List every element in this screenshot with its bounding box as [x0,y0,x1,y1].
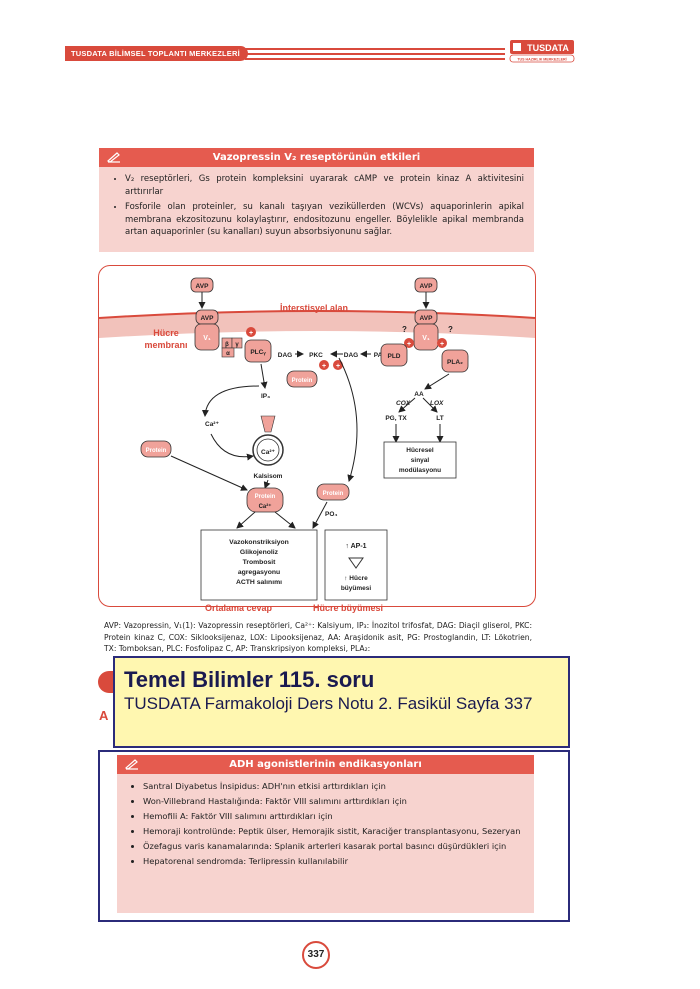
box-title: ADH agonistlerinin endikasyonları [117,755,534,774]
mean-response-label: Ortalama cevap [205,603,273,613]
adh-indications-title: ADH agonistlerinin endikasyonları [229,759,422,770]
highlight-frame [98,750,570,922]
list-item: Won-Villebrand Hastalığında: Faktör VIII… [143,795,524,807]
question-mark: ? [402,325,407,334]
vasopressin-signaling-diagram: İnterstisyel alan Hücre membranı AVP AVP… [98,265,536,613]
pla-label: PLA₂ [447,359,463,366]
gamma-label: γ [235,342,239,348]
diagram-caption: AVP: Vazopressin, V₁(1): Vazopressin res… [104,621,532,653]
overlay-subtitle: TUSDATA Farmakoloji Ders Notu 2. Fasikül… [124,694,533,713]
list-item: Fosforile olan proteinler, su kanalı taş… [125,201,524,239]
pgtx-label: PG, TX [385,415,407,422]
overlay-title: Temel Bilimler 115. soru [124,667,375,692]
pld-label: PLD [388,353,401,360]
header-rule [245,58,505,60]
protein-label: Protein [323,491,344,497]
list-item: V₂ reseptörleri, Gs protein kompleksini … [125,173,524,198]
svg-text:+: + [322,363,326,370]
header-title: TUSDATA BİLİMSEL TOPLANTI MERKEZLERİ [65,46,248,61]
interstitial-label: İnterstisyel alan [280,303,348,313]
v1-label: V₁ [203,335,211,342]
v1-label: V₁ [422,335,430,342]
lox-label: LOX [430,400,444,407]
svg-text:+: + [440,341,444,348]
list-item: Hepatorenal sendromda: Terlipressin kull… [143,855,524,867]
lt-label: LT [436,415,443,422]
svg-text:+: + [407,341,411,348]
avp-label: AVP [196,283,210,290]
logo-sub: TUS HAZIRLIK MERKEZLERİ [517,58,566,62]
avp-label: AVP [420,315,434,322]
ca-label: Ca²⁺ [205,421,219,428]
dag-label: DAG [344,352,358,359]
growth-label: büyümesi [341,585,372,592]
cell-growth-label: Hücre büyümesi [313,603,384,613]
protein-label: Protein [146,448,167,454]
po4-label: PO₄ [325,511,338,518]
list-item: Santral Diyabetus İnsipidus: ADH'nın etk… [143,780,524,792]
dag-label: DAG [278,352,292,359]
adh-indications-box: ADH agonistlerinin endikasyonları Santra… [117,755,534,913]
beta-label: β [225,342,229,348]
signal-label: Hücresel [406,447,434,454]
box-title: Vazopressin V₂ reseptörünün etkileri [99,148,534,167]
avp-label: AVP [201,315,215,322]
effect-label: Vazokonstriksiyon [229,539,289,546]
protein-label: Protein [255,494,276,500]
calsisome-ca: Ca²⁺ [261,449,275,456]
calsisome-label: Kalsisom [254,473,283,480]
alpha-label: α [226,351,230,357]
signal-label: sinyal [411,457,430,464]
v2-effects-title: Vazopressin V₂ reseptörünün etkileri [212,152,421,163]
plc-label: PLCᵧ [250,349,266,356]
header-rule [245,48,505,50]
list-item: Hemofili A: Faktör VIII salımını arttırd… [143,810,524,822]
adh-indications-list: Santral Diyabetus İnsipidus: ADH'nın etk… [117,774,534,876]
effect-label: Trombosit [243,559,277,566]
protein-label: Protein [292,378,313,384]
page-number: 337 [302,941,330,969]
pkc-label: PKC [309,352,323,359]
pa-label: PA [374,352,383,359]
effect-label: agregasyonu [238,569,280,576]
signal-label: modülasyonu [399,467,441,474]
section-marker [98,671,114,693]
v2-effects-box: Vazopressin V₂ reseptörünün etkileri V₂ … [99,148,534,252]
effect-label: Glikojenoliz [240,549,279,556]
list-item: Özefagus varis kanamalarında: Splanik ar… [143,840,524,852]
question-reference-overlay: Temel Bilimler 115. soru TUSDATA Farmako… [113,656,570,748]
section-letter: A [99,708,109,723]
growth-label: ↑ Hücre [344,575,368,582]
logo-text: TUSDATA [527,43,569,53]
effect-label: ACTH salınımı [236,579,282,586]
ip3-label: IP₃ [261,393,270,400]
question-mark: ? [448,325,453,334]
pencil-note-icon [125,759,138,770]
membrane-label: Hücre [153,328,179,338]
svg-text:+: + [336,363,340,370]
ca-label: Ca²⁺ [259,503,272,510]
pencil-note-icon [107,152,120,163]
list-item: Hemoraji kontrolünde: Peptik ülser, Hemo… [143,825,524,837]
tusdata-logo: TUSDATA TUS HAZIRLIK MERKEZLERİ [509,40,575,63]
svg-text:+: + [249,330,253,337]
header-rule [245,53,505,55]
avp-label: AVP [420,283,434,290]
aa-label: AA [414,391,424,398]
ap1-label: ↑ AP-1 [345,543,366,550]
membrane-label: membranı [144,340,187,350]
v2-effects-list: V₂ reseptörleri, Gs protein kompleksini … [99,167,534,248]
cox-label: COX [396,400,411,407]
